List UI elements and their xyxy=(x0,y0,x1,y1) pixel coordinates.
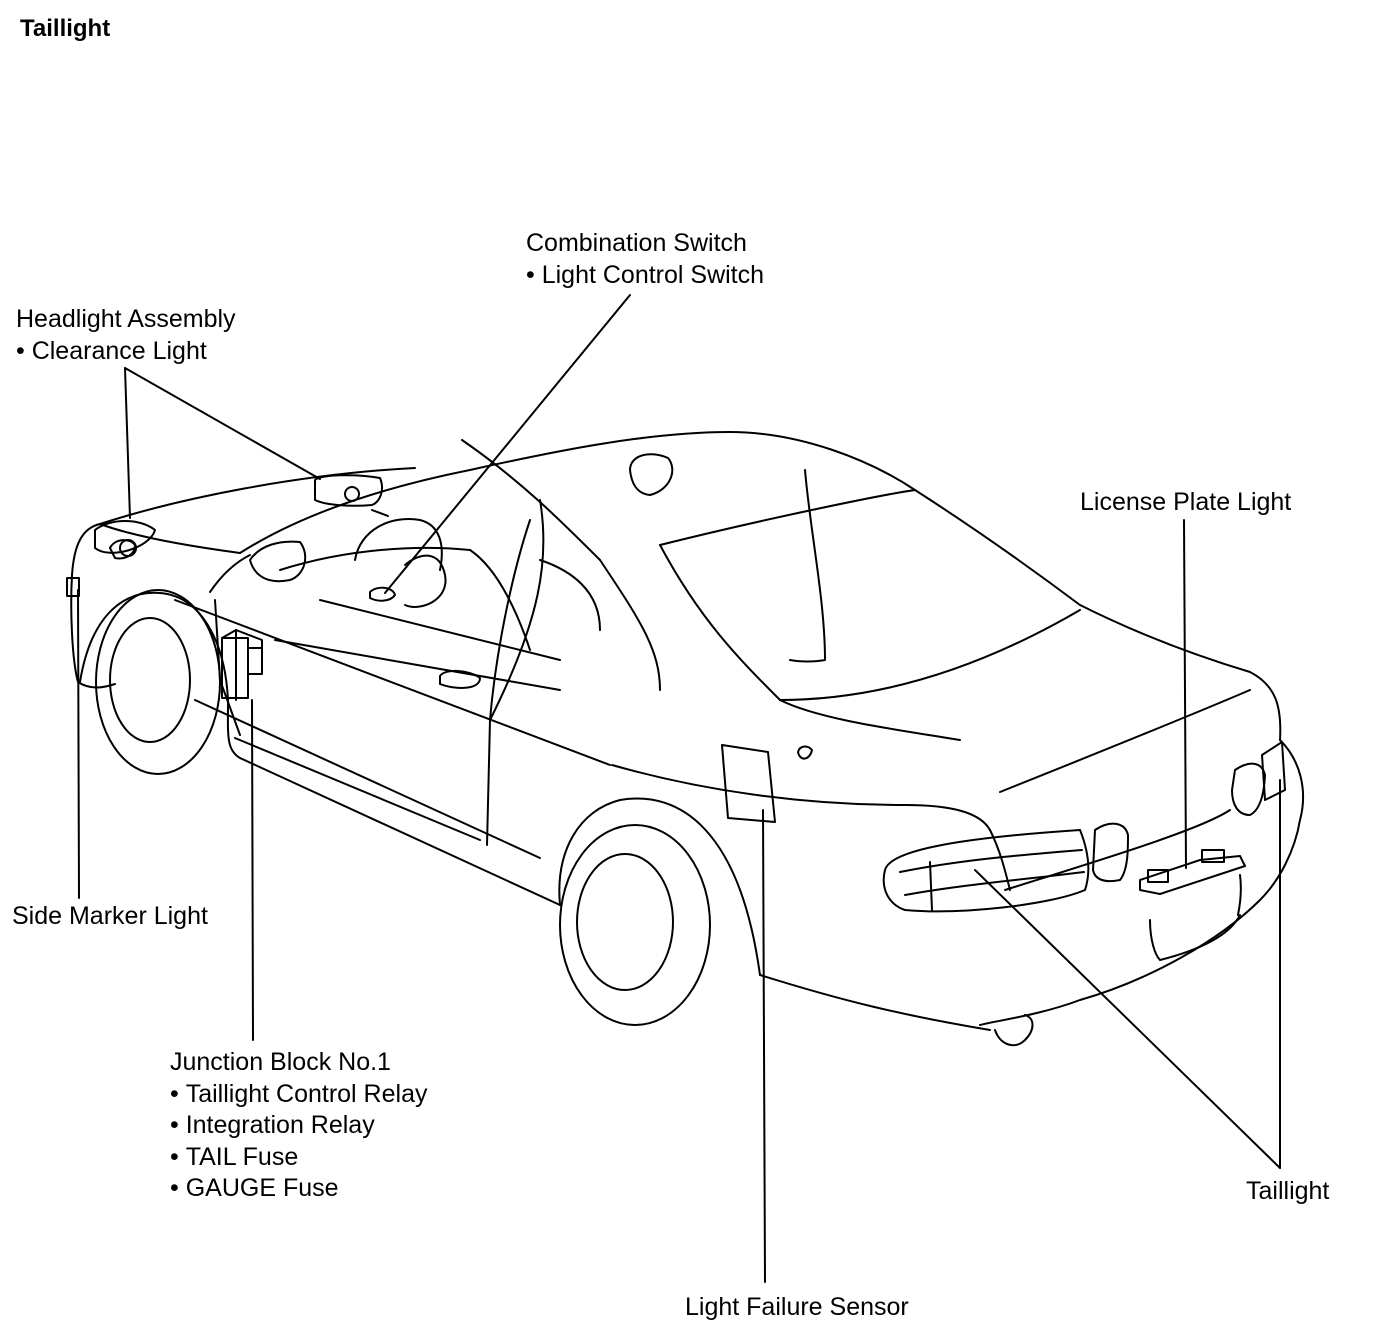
junction-block-name: Junction Block No.1 xyxy=(170,1048,391,1076)
junction-block-item: Taillight Control Relay xyxy=(170,1079,428,1111)
license-plate-light-name: License Plate Light xyxy=(1080,488,1292,516)
label-junction-block: Junction Block No.1 Taillight Control Re… xyxy=(170,1047,427,1205)
car-body-outline xyxy=(66,431,1304,1047)
leader-side-marker xyxy=(77,589,80,899)
label-light-failure-sensor: Light Failure Sensor xyxy=(685,1292,909,1324)
leader-license-plate xyxy=(1183,519,1187,869)
label-license-plate-light: License Plate Light xyxy=(1080,487,1291,519)
light-failure-sensor-name: Light Failure Sensor xyxy=(685,1293,909,1321)
leader-lines xyxy=(77,294,1281,1283)
leader-combination-switch xyxy=(384,294,631,594)
junction-block-item: Integration Relay xyxy=(170,1110,427,1142)
leader-taillight-left xyxy=(974,869,1281,1169)
junction-block-item: GAUGE Fuse xyxy=(170,1173,427,1205)
taillight-name: Taillight xyxy=(1246,1177,1330,1205)
leader-headlight-front xyxy=(124,367,131,519)
label-side-marker-light: Side Marker Light xyxy=(12,901,208,933)
leader-junction-block xyxy=(251,699,254,1041)
leader-headlight-top xyxy=(124,367,321,480)
combination-switch-name: Combination Switch xyxy=(526,229,747,257)
side-marker-light-name: Side Marker Light xyxy=(12,902,208,930)
label-headlight-assembly: Headlight Assembly Clearance Light xyxy=(16,304,236,367)
label-combination-switch: Combination Switch Light Control Switch xyxy=(526,228,764,291)
junction-block-item: TAIL Fuse xyxy=(170,1142,427,1174)
headlight-assembly-name: Headlight Assembly xyxy=(16,305,236,333)
label-taillight: Taillight xyxy=(1246,1176,1329,1208)
headlight-assembly-item: Clearance Light xyxy=(16,336,236,368)
combination-switch-item: Light Control Switch xyxy=(526,260,764,292)
diagram-title: Taillight xyxy=(20,15,111,42)
leader-light-failure xyxy=(762,809,766,1283)
